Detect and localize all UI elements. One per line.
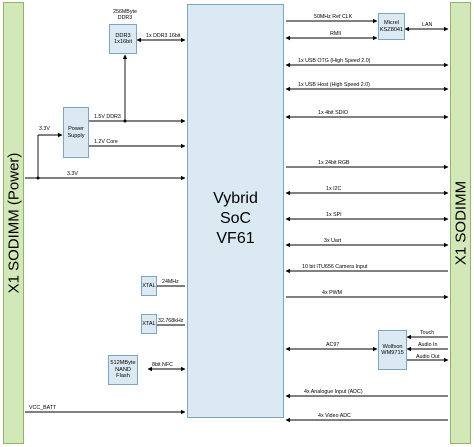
nand-bus-label: 8bit NFC: [152, 362, 173, 368]
signal-rgb: 1x 24bit RGB: [318, 160, 350, 166]
nand-flash-block: 512MByte NAND Flash: [108, 355, 138, 385]
ddr3-box-line1: DDR3: [115, 32, 131, 39]
soc-label-line2: SoC: [219, 210, 252, 227]
xtal-32khz: XTAL: [141, 314, 157, 334]
touch-label: Touch: [420, 330, 435, 336]
nand-line1: 512MByte: [110, 360, 136, 367]
ddr3-box-line2: 1x16bit: [113, 39, 133, 45]
junction-dot: [36, 176, 40, 180]
ddr3-caption-line1: 256MByte: [113, 9, 137, 15]
wolfson-line2: WM9715: [381, 350, 404, 356]
refclk-label: 50MHz Ref CLK: [314, 14, 353, 20]
power-supply-block: Power Supply: [63, 107, 89, 158]
micrel-line2: KSZ8041: [379, 26, 404, 33]
audio-in-label: Audio In: [418, 342, 438, 348]
soc-label: Vybrid SoC VF61: [188, 189, 283, 249]
right-sodimm-connector: X1 SODIMM: [450, 2, 471, 444]
ac97-label: AC97: [326, 342, 340, 348]
power-core-label: 1.2V Core: [94, 139, 118, 145]
micrel-line1: Micrel: [384, 20, 399, 26]
rail-3v3-label: 3.3V: [67, 171, 78, 177]
signal-camera: 10 bit ITU656 Camera Input: [302, 264, 368, 270]
ddr3-bus-label: 1x DDR3 16bit: [146, 33, 181, 39]
signal-analog-input: 4x Analogue Input (ADC): [304, 389, 363, 395]
nand-line3: Flash: [116, 373, 130, 380]
power-box-line1: Power: [68, 126, 84, 132]
soc-label-line1: Vybrid: [213, 190, 258, 207]
vcc-batt-label: VCC_BATT: [29, 405, 57, 411]
wolfson-codec-block: Wolfson WM9715: [378, 330, 407, 370]
soc-label-line3: VF61: [216, 230, 255, 247]
power-ddr3-label: 1.5V DDR3: [94, 114, 121, 120]
signal-video-adc: 4x Video ADC: [318, 413, 351, 419]
xtal1-label: XTAL: [142, 282, 156, 289]
signal-pwm: 4x PWM: [322, 290, 343, 296]
signal-usb-otg: 1x USB OTG (High Speed 2.0): [298, 58, 371, 64]
audio-out-label: Audio Out: [416, 354, 440, 360]
signal-i2c: 1x I2C: [326, 186, 342, 192]
signal-usb-host: 1x USB Host (High Speed 2.0): [298, 82, 370, 88]
rmii-label: RMII: [330, 31, 342, 37]
wolfson-line1: Wolfson: [382, 343, 403, 350]
signal-spi: 1x SPI: [326, 212, 342, 218]
lan-label: LAN: [422, 22, 433, 28]
power-box-line2: Supply: [67, 132, 85, 139]
xtal2-label: XTAL: [142, 320, 156, 327]
junction-dot: [123, 119, 127, 123]
xtal2-freq-label: 32.768kHz: [158, 318, 184, 324]
left-sodimm-connector: X1 SODIMM (Power): [3, 2, 24, 444]
signal-sdio: 1x 4bit SDIO: [318, 110, 349, 116]
xtal-24mhz: XTAL: [141, 276, 157, 296]
ddr3-caption: 256MByte DDR3: [108, 9, 142, 21]
xtal1-freq-label: 24MHz: [162, 279, 179, 285]
nand-line2: NAND: [115, 366, 131, 373]
micrel-phy-block: Micrel KSZ8041: [378, 13, 405, 40]
signal-uart: 3x Uart: [324, 238, 342, 244]
power-input-label: 3.3V: [39, 126, 50, 132]
ddr3-chip: DDR3 1x16bit: [109, 24, 137, 54]
ddr3-caption-line2: DDR3: [117, 15, 133, 21]
vybrid-soc-block: Vybrid SoC VF61: [187, 4, 284, 418]
